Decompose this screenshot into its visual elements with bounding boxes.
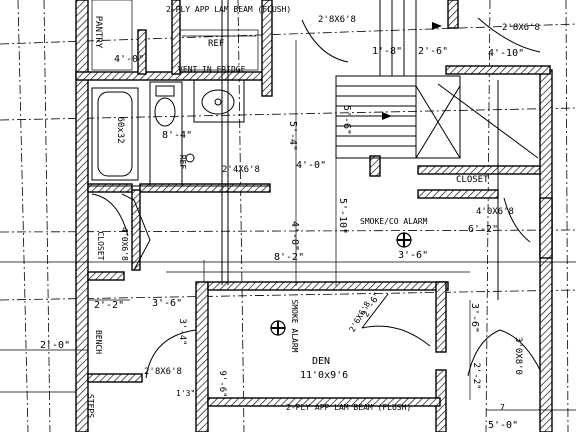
label-3-6-den-right: 3'-6" bbox=[469, 303, 480, 333]
walls bbox=[75, 0, 553, 432]
label-2-2-right: 2'-2" bbox=[471, 362, 481, 389]
label-door-2-8x6-8-bottom: 2'8X6'8 bbox=[144, 367, 182, 377]
fixtures bbox=[88, 0, 270, 285]
label-beam-top: 2-PLY APP LAM BEAM (FLUSH) bbox=[166, 5, 291, 14]
label-vent-in-fridge: VENT IN FRIDGE bbox=[178, 65, 246, 74]
label-closet-left: CLOSET bbox=[96, 232, 105, 261]
label-pantry: PANTRY bbox=[93, 16, 103, 49]
label-steps: STEPS bbox=[86, 394, 95, 418]
label-smoke-co-alarm: SMOKE/CO ALARM bbox=[360, 217, 428, 226]
label-ref-rotated: REF bbox=[178, 155, 187, 170]
label-1-3: 1'3" bbox=[176, 389, 195, 398]
label-2-2-left: 2'-2" bbox=[94, 300, 124, 311]
label-5-10: 5'-10" bbox=[337, 198, 348, 234]
label-5-0: 5'-0" bbox=[488, 420, 518, 431]
smoke-alarm-symbol bbox=[270, 320, 286, 336]
stairs bbox=[335, 0, 539, 300]
label-2-0: 2'-0" bbox=[40, 340, 70, 351]
label-5-4: 5'-4" bbox=[287, 121, 298, 151]
label-4-0-vertical: 4'-0" bbox=[289, 221, 300, 251]
label-3-6-right: 3'-6" bbox=[398, 250, 428, 261]
label-door-4-0x6-8: 4'0X6'8 bbox=[476, 207, 514, 217]
label-door-2-8x6-8-top: 2'8X6'8 bbox=[318, 15, 356, 25]
label-4-0-top: 4'-0" bbox=[114, 54, 144, 65]
plan-labels: PANTRY 2-PLY APP LAM BEAM (FLUSH) 4'-0" … bbox=[40, 5, 540, 431]
label-smoke-alarm: SMOKE ALARM bbox=[290, 300, 299, 353]
label-4-10: 4'-10" bbox=[488, 48, 524, 59]
den-size: 11'0x9'6 bbox=[300, 370, 348, 381]
label-beam-bottom: 2-PLY APP LAM BEAM (FLUSH) bbox=[286, 403, 411, 412]
dimension-lines bbox=[0, 40, 576, 411]
label-2-6: 2'-6" bbox=[418, 46, 448, 57]
label-bench: BENCH bbox=[94, 330, 103, 354]
label-8-2: 8'-2" bbox=[274, 252, 304, 263]
label-door-4-0x6-8-left: 4'0X6'8 bbox=[120, 227, 129, 261]
den-title: DEN bbox=[312, 356, 330, 367]
label-1-8: 1'-8" bbox=[372, 46, 402, 57]
label-7: 7 bbox=[500, 403, 505, 412]
label-door-2-4x6-8: 2'4X6'8 bbox=[222, 165, 260, 175]
label-ref: REF bbox=[208, 39, 224, 49]
label-5-6: 5'-6" bbox=[341, 105, 352, 135]
label-9-6: 9'-6" bbox=[217, 370, 227, 397]
label-tub-60x32: 60x32 bbox=[115, 116, 125, 143]
label-3-0x8-0: 3'0X8'0 bbox=[513, 337, 523, 375]
label-4-0-mid: 4'-0" bbox=[296, 160, 326, 171]
smoke-co-alarm-symbol bbox=[396, 232, 412, 248]
label-8-4: 8'-4" bbox=[162, 130, 192, 141]
label-3-4: 3'-4" bbox=[177, 318, 187, 345]
label-closet-right: CLOSET bbox=[456, 175, 489, 185]
label-door-2-8x6-8-topright: 2'8X6'8 bbox=[502, 23, 540, 33]
label-6-2: 6'-2" bbox=[468, 224, 498, 235]
door-swings bbox=[91, 17, 541, 379]
label-3-6-left: 3'-6" bbox=[152, 298, 182, 309]
